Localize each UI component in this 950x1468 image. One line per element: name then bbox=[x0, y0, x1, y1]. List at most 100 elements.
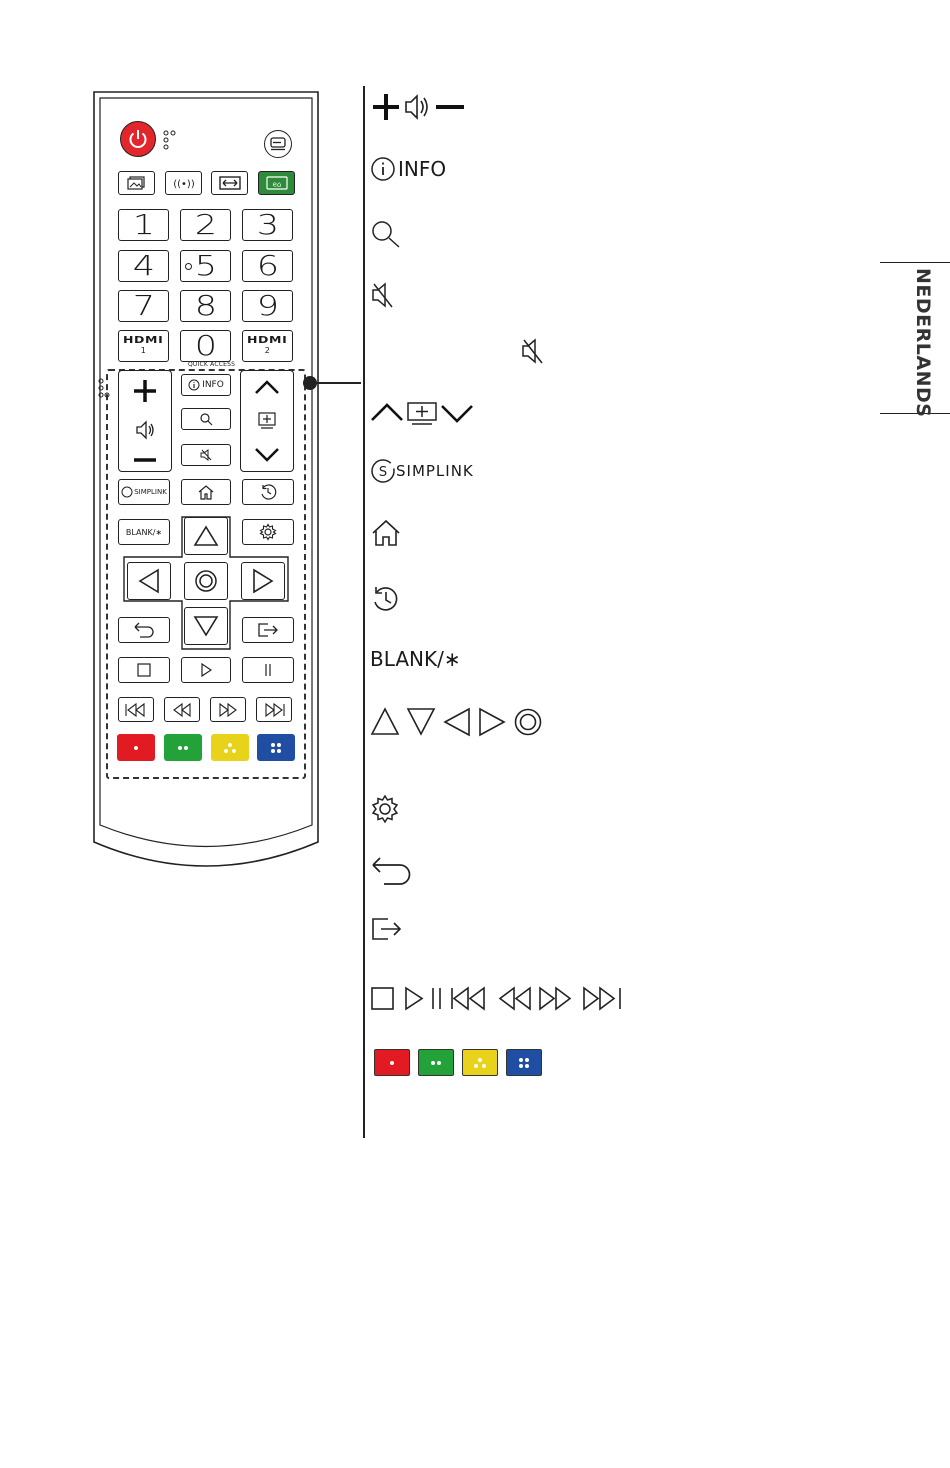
info-button[interactable]: INFO bbox=[181, 374, 231, 396]
pause-icon bbox=[262, 663, 274, 677]
desc-recent bbox=[370, 584, 402, 614]
desc-mute-inline bbox=[520, 336, 546, 366]
desc-home bbox=[370, 518, 402, 548]
number-label: 9 bbox=[256, 292, 278, 320]
eco-button[interactable]: e⌂ bbox=[258, 171, 295, 195]
up-button[interactable] bbox=[184, 517, 228, 555]
green-button[interactable] bbox=[164, 734, 202, 761]
gear-icon bbox=[370, 794, 400, 824]
skip-forward-button[interactable] bbox=[256, 697, 292, 722]
input-icon bbox=[269, 137, 287, 151]
exit-icon bbox=[370, 914, 404, 944]
number-8-button[interactable]: 8 bbox=[180, 290, 231, 322]
rewind-button[interactable] bbox=[164, 697, 200, 722]
home-button[interactable] bbox=[181, 479, 231, 505]
mute-icon bbox=[370, 280, 396, 310]
rewind-icon bbox=[171, 703, 193, 717]
triangle-left-icon bbox=[137, 567, 161, 595]
recent-button[interactable] bbox=[242, 479, 294, 505]
left-button[interactable] bbox=[127, 562, 171, 600]
volume-rocker[interactable] bbox=[118, 370, 172, 472]
navigation-icons bbox=[370, 705, 546, 739]
desc-exit bbox=[370, 914, 404, 944]
triangle-up-icon bbox=[192, 524, 220, 548]
number-label: 3 bbox=[256, 211, 278, 239]
down-button[interactable] bbox=[184, 607, 228, 645]
back-button[interactable] bbox=[118, 617, 170, 643]
number-label: 5 bbox=[194, 252, 216, 280]
power-button[interactable] bbox=[120, 121, 156, 157]
simplink-button[interactable]: SIMPLINK bbox=[118, 479, 170, 505]
info-icon bbox=[370, 156, 398, 182]
red-key-icon bbox=[374, 1049, 410, 1076]
back-icon bbox=[370, 856, 414, 888]
number-2-button[interactable]: 2 bbox=[180, 209, 231, 241]
blue-key-icon bbox=[506, 1049, 542, 1076]
ok-circle-icon bbox=[193, 568, 219, 594]
play-button[interactable] bbox=[181, 657, 231, 683]
dot-three-icon bbox=[223, 742, 237, 754]
triangle-right-icon bbox=[251, 567, 275, 595]
mic-holes-icon bbox=[162, 129, 176, 151]
number-1-button[interactable]: 1 bbox=[118, 209, 169, 241]
volume-icon bbox=[134, 419, 156, 441]
number-6-button[interactable]: 6 bbox=[242, 250, 293, 282]
dot-one-icon bbox=[131, 743, 141, 753]
ratio-button[interactable] bbox=[211, 171, 248, 195]
mute-icon bbox=[199, 448, 213, 462]
exit-button[interactable] bbox=[242, 617, 294, 643]
number-3-button[interactable]: 3 bbox=[242, 209, 293, 241]
desc-info: INFO bbox=[370, 156, 446, 182]
skip-back-icon bbox=[124, 703, 148, 717]
simplink-label: SIMPLINK bbox=[134, 488, 167, 496]
forward-button[interactable] bbox=[210, 697, 246, 722]
channel-rocker[interactable] bbox=[240, 370, 294, 472]
number-9-button[interactable]: 9 bbox=[242, 290, 293, 322]
number-5-button[interactable]: 5 bbox=[180, 250, 231, 282]
eco-icon: e⌂ bbox=[265, 176, 289, 190]
play-icon bbox=[200, 663, 212, 677]
number-label: 4 bbox=[132, 252, 154, 280]
number-label: 6 bbox=[256, 252, 278, 280]
stop-button[interactable] bbox=[118, 657, 170, 683]
desc-search bbox=[370, 219, 402, 249]
mute-button[interactable] bbox=[181, 444, 231, 466]
svg-text:e⌂: e⌂ bbox=[272, 181, 281, 189]
sound-mode-button[interactable]: ((•)) bbox=[165, 171, 202, 195]
search-button[interactable] bbox=[181, 408, 231, 430]
chevron-up-icon bbox=[253, 379, 281, 395]
history-icon bbox=[259, 483, 277, 501]
chevron-down-icon bbox=[253, 447, 281, 463]
desc-blank: BLANK/∗ bbox=[370, 647, 461, 671]
channel-icon bbox=[257, 411, 277, 431]
home-icon bbox=[370, 518, 402, 548]
red-button[interactable] bbox=[117, 734, 155, 761]
number-label: 2 bbox=[194, 211, 216, 239]
pause-button[interactable] bbox=[242, 657, 294, 683]
minus-icon bbox=[132, 456, 158, 464]
triangle-down-icon bbox=[192, 614, 220, 638]
ok-button[interactable] bbox=[184, 562, 228, 600]
dot-one-icon bbox=[388, 1059, 396, 1067]
simplink-icon: S bbox=[370, 457, 396, 485]
blue-button[interactable] bbox=[257, 734, 295, 761]
exit-icon bbox=[256, 621, 280, 639]
dot-two-icon bbox=[429, 1059, 443, 1067]
desc-settings bbox=[370, 794, 400, 824]
skip-back-button[interactable] bbox=[118, 697, 154, 722]
hdmi-sub: 1 bbox=[127, 346, 159, 356]
hdmi-text: HDMI bbox=[123, 336, 163, 346]
number-7-button[interactable]: 7 bbox=[118, 290, 169, 322]
right-button[interactable] bbox=[241, 562, 285, 600]
yellow-button[interactable] bbox=[211, 734, 249, 761]
number-0-button[interactable]: 0 bbox=[180, 330, 231, 362]
desc-mute bbox=[370, 280, 396, 310]
number-4-button[interactable]: 4 bbox=[118, 250, 169, 282]
desc-back bbox=[370, 856, 414, 888]
input-button[interactable] bbox=[264, 130, 292, 158]
picture-mode-button[interactable] bbox=[118, 171, 155, 195]
